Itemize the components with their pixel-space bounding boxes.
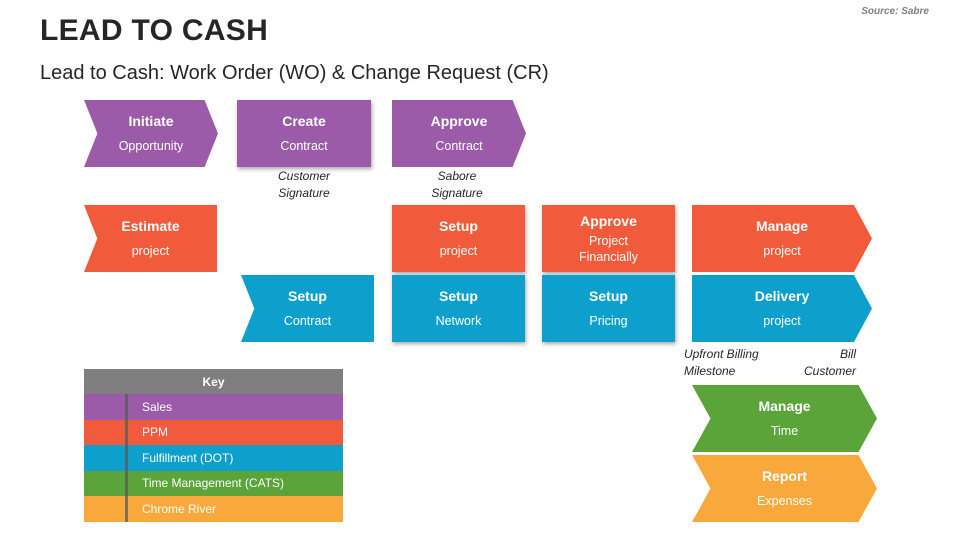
note-line: Bill [839, 347, 856, 361]
note-line: Signature [431, 186, 483, 200]
step-setup-network: Setup Network [392, 275, 525, 342]
step-title: Manage [758, 398, 811, 414]
step-manage-time: Manage Time [692, 385, 877, 452]
step-title: Setup [288, 288, 327, 304]
step-subtitle: Contract [435, 139, 483, 153]
legend-item-ppm: PPM [84, 419, 343, 445]
legend-title: Key [84, 369, 343, 394]
step-create-contract: Create Contract [237, 100, 371, 167]
legend-item-fulfillment: Fulfillment (DOT) [84, 445, 343, 471]
note-line: Customer [277, 169, 330, 183]
step-manage-project: Manage project [692, 205, 872, 272]
legend-item-sales: Sales [84, 394, 343, 420]
step-setup-pricing: Setup Pricing [542, 275, 675, 342]
step-title: Report [761, 468, 808, 484]
sabore-signature-note: Sabore Signature [415, 168, 499, 202]
step-title: Approve [430, 113, 488, 129]
step-subtitle: Opportunity [118, 139, 184, 153]
step-approve-contract: Approve Contract [392, 100, 526, 167]
step-setup-contract: Setup Contract [241, 275, 374, 342]
step-title: Delivery [754, 288, 810, 304]
source-note: Source: Sabre [861, 6, 929, 17]
bill-customer-note: Bill Customer [790, 346, 856, 380]
step-approve-financially: Approve Project Financially [542, 205, 675, 272]
step-subtitle: Network [435, 314, 482, 328]
step-subtitle: Contract [280, 139, 328, 153]
legend-label: PPM [142, 425, 169, 440]
note-line: Upfront Billing [684, 347, 759, 361]
note-line: Milestone [684, 364, 736, 378]
step-subtitle: Expenses [757, 494, 812, 508]
step-estimate-project: Estimate project [84, 205, 217, 272]
step-setup-project: Setup project [392, 205, 525, 272]
step-title: Estimate [121, 218, 180, 234]
step-report-expenses: Report Expenses [692, 455, 877, 522]
step-subtitle: Project Financially [578, 233, 639, 264]
step-title: Setup [589, 288, 628, 304]
legend-label: Sales [142, 399, 173, 414]
legend-label: Chrome River [142, 501, 217, 516]
step-title: Approve [580, 212, 637, 229]
upfront-billing-note: Upfront Billing Milestone [684, 346, 759, 380]
step-title: Initiate [128, 113, 174, 129]
page-subtitle: Lead to Cash: Work Order (WO) & Change R… [40, 62, 549, 84]
step-subtitle: project [131, 244, 170, 258]
step-title: Setup [439, 288, 478, 304]
legend-label: Fulfillment (DOT) [142, 450, 234, 465]
step-subtitle: project [439, 244, 478, 258]
step-subtitle: project [763, 244, 801, 258]
legend-item-time-management: Time Management (CATS) [84, 470, 343, 496]
step-title: Setup [439, 218, 478, 234]
legend-divider [125, 394, 128, 522]
step-subtitle: Time [770, 424, 799, 438]
step-initiate-opportunity: Initiate Opportunity [84, 100, 218, 167]
legend-item-chrome-river: Chrome River [84, 496, 343, 522]
page-title: LEAD TO CASH [40, 14, 269, 47]
legend-key: Key Sales PPM Fulfillment (DOT) Time Man… [84, 369, 343, 522]
note-line: Customer [803, 364, 856, 378]
step-title: Create [282, 113, 326, 129]
step-title: Manage [755, 218, 809, 234]
step-subtitle: Pricing [589, 314, 628, 328]
step-delivery-project: Delivery project [692, 275, 872, 342]
legend-label: Time Management (CATS) [142, 476, 285, 491]
step-subtitle: Contract [283, 314, 332, 328]
customer-signature-note: Customer Signature [262, 168, 346, 202]
note-line: Signature [278, 186, 330, 200]
step-subtitle: project [763, 314, 801, 328]
note-line: Sabore [437, 169, 477, 183]
